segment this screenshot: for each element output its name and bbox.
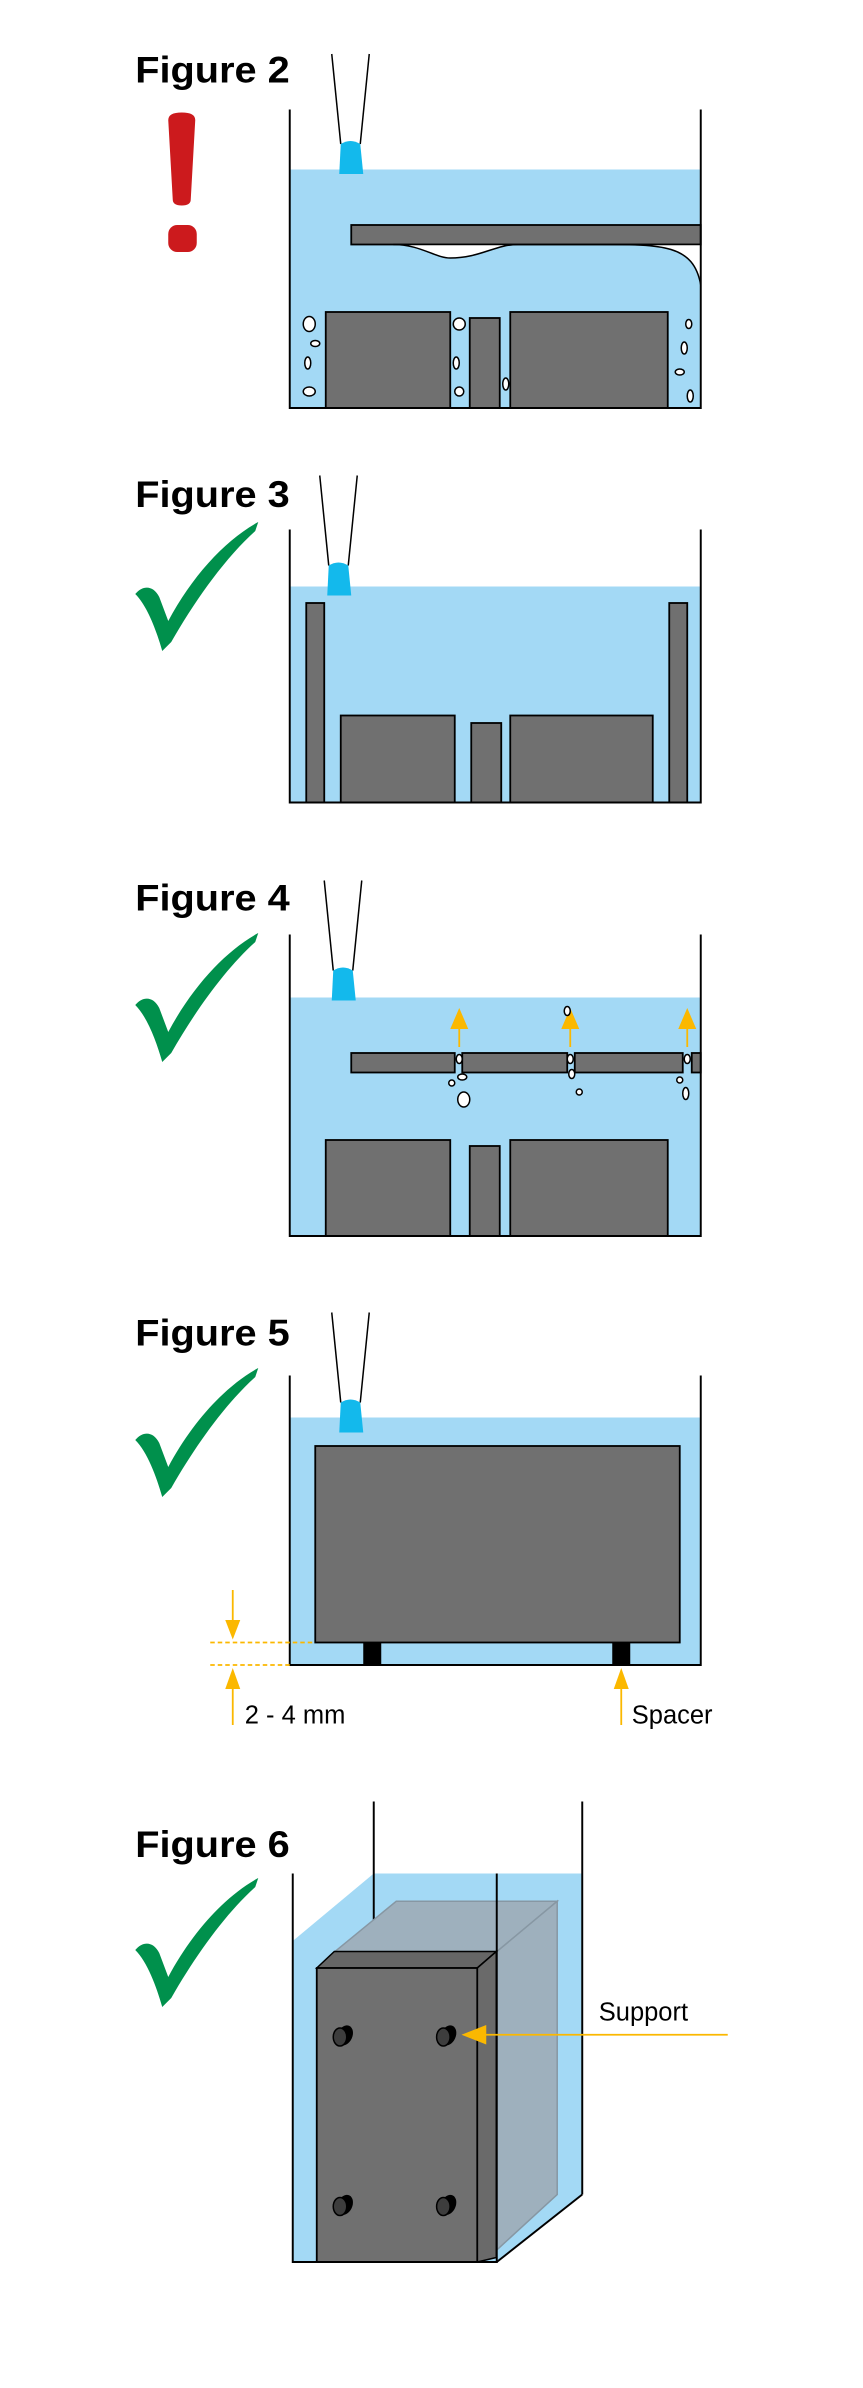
spacer-arrow-icon (613, 1668, 629, 1725)
figure-label: Figure 3 (135, 473, 290, 515)
tank (288, 109, 702, 409)
support-pin-icon (332, 2025, 457, 2217)
part-shadow (332, 1899, 560, 2252)
part (470, 722, 503, 804)
exclamation-icon (168, 112, 197, 252)
gap-label: 2 - 4 mm (245, 1702, 346, 1730)
air-bubbles (448, 1005, 691, 1108)
figure-6: Figure 6 Support (135, 1801, 728, 2263)
air-bubbles (302, 315, 694, 403)
trapped-air (393, 243, 702, 286)
part (468, 317, 501, 409)
figure-3: Figure 3 (135, 473, 702, 804)
part (509, 311, 669, 409)
gap-dimension (210, 1590, 316, 1725)
figure-4: Figure 4 (135, 877, 702, 1237)
tank-bottom-edge (496, 2193, 583, 2263)
spacer (612, 1642, 631, 1665)
figure-5: Figure 5 2 - 4 mm Spacer (135, 1312, 713, 1730)
figure-label: Figure 5 (135, 1312, 290, 1354)
figure-label: Figure 6 (135, 1823, 290, 1865)
part (468, 1145, 501, 1237)
nozzle-icon (323, 879, 363, 1002)
up-arrow-icon (450, 1008, 697, 1047)
plate-vertical (305, 602, 326, 804)
plate-vertical (668, 602, 689, 804)
part (339, 714, 456, 804)
part (324, 1139, 452, 1237)
figure-2: Figure 2 (135, 49, 702, 409)
checkmark-icon (135, 522, 259, 651)
part (314, 1445, 681, 1644)
nozzle-icon (331, 53, 370, 175)
nozzle-icon (319, 474, 358, 597)
checkmark-icon (135, 933, 259, 1062)
part (509, 714, 654, 804)
plate (350, 224, 702, 246)
part-block (314, 1949, 499, 2263)
support-label: Support (599, 1999, 688, 2027)
perforated-plate (350, 1052, 702, 1074)
spacer-label: Spacer (632, 1702, 713, 1730)
support-arrow-icon (461, 2025, 728, 2045)
tank-front (291, 1873, 498, 2263)
tank (288, 1375, 702, 1666)
figure-label: Figure 2 (135, 49, 290, 91)
part (509, 1139, 669, 1237)
checkmark-icon (135, 1368, 259, 1497)
tank (288, 529, 702, 804)
figure-label: Figure 4 (135, 877, 290, 919)
part (324, 311, 452, 409)
spacer (363, 1642, 382, 1665)
tank (288, 934, 702, 1237)
checkmark-icon (135, 1878, 259, 2007)
nozzle-icon (331, 1311, 370, 1434)
